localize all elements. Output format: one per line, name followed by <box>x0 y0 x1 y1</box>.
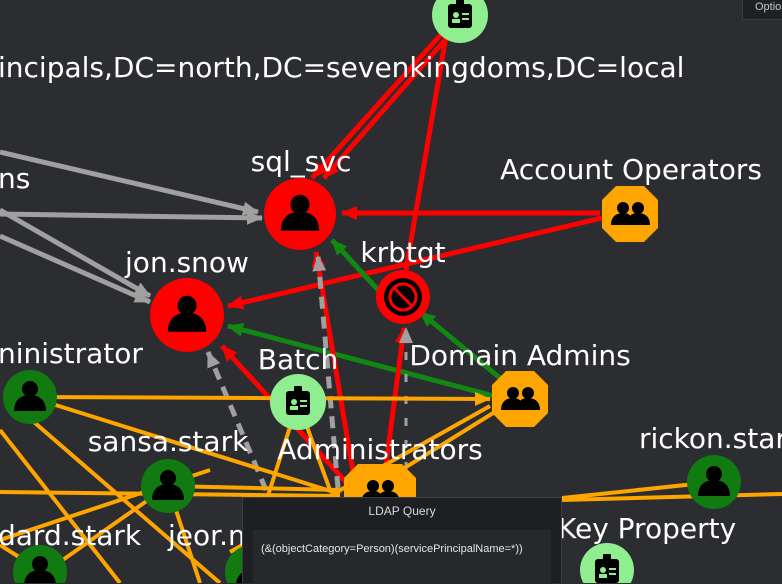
disabled-user-icon <box>388 282 418 312</box>
jeor-label: jeor.m <box>167 519 255 552</box>
node-key-property-computer[interactable] <box>580 543 634 583</box>
ns-label: ns <box>0 162 30 195</box>
node-top-computer[interactable] <box>432 0 488 43</box>
node-jon-snow[interactable] <box>150 278 224 352</box>
node-eddard-stark[interactable] <box>13 545 67 583</box>
jon-snow-label: jon.snow <box>124 246 249 279</box>
rickon-stark-label: rickon.stark <box>639 422 782 455</box>
ldap-query-title: LDAP Query <box>368 504 436 518</box>
sql-svc-label: sql_svc <box>251 145 352 178</box>
administrators-label: Administrators <box>277 433 482 466</box>
administrator-label: ninistrator <box>0 337 143 370</box>
batch-label: Batch <box>258 343 339 376</box>
node-labels: incipals,DC=north,DC=sevenkingdoms,DC=lo… <box>0 51 782 552</box>
node-krbtgt[interactable] <box>376 270 430 324</box>
options-button[interactable]: Options <box>742 0 782 20</box>
node-rickon-stark[interactable] <box>687 455 741 509</box>
node-batch[interactable] <box>270 374 326 430</box>
node-sansa-stark[interactable] <box>141 459 195 513</box>
sansa-stark-label: sansa.stark <box>88 425 249 458</box>
domain-admins-label: Domain Admins <box>409 339 630 372</box>
ldap-query-input[interactable]: (&(objectCategory=Person)(servicePrincip… <box>253 530 551 584</box>
key-property-label: Key Property <box>558 512 736 545</box>
node-sql-svc[interactable] <box>264 178 336 250</box>
id-badge-icon <box>448 0 472 28</box>
node-administrator[interactable] <box>3 370 57 424</box>
node-account-operators[interactable] <box>602 186 658 242</box>
krbtgt-label: krbtgt <box>360 236 445 269</box>
dn-label: incipals,DC=north,DC=sevenkingdoms,DC=lo… <box>0 51 684 84</box>
node-domain-admins[interactable] <box>492 371 548 427</box>
ldap-query-panel: LDAP Query (&(objectCategory=Person)(ser… <box>242 497 562 584</box>
eddard-stark-label: dard.stark <box>0 519 142 552</box>
account-operators-label: Account Operators <box>500 153 762 186</box>
